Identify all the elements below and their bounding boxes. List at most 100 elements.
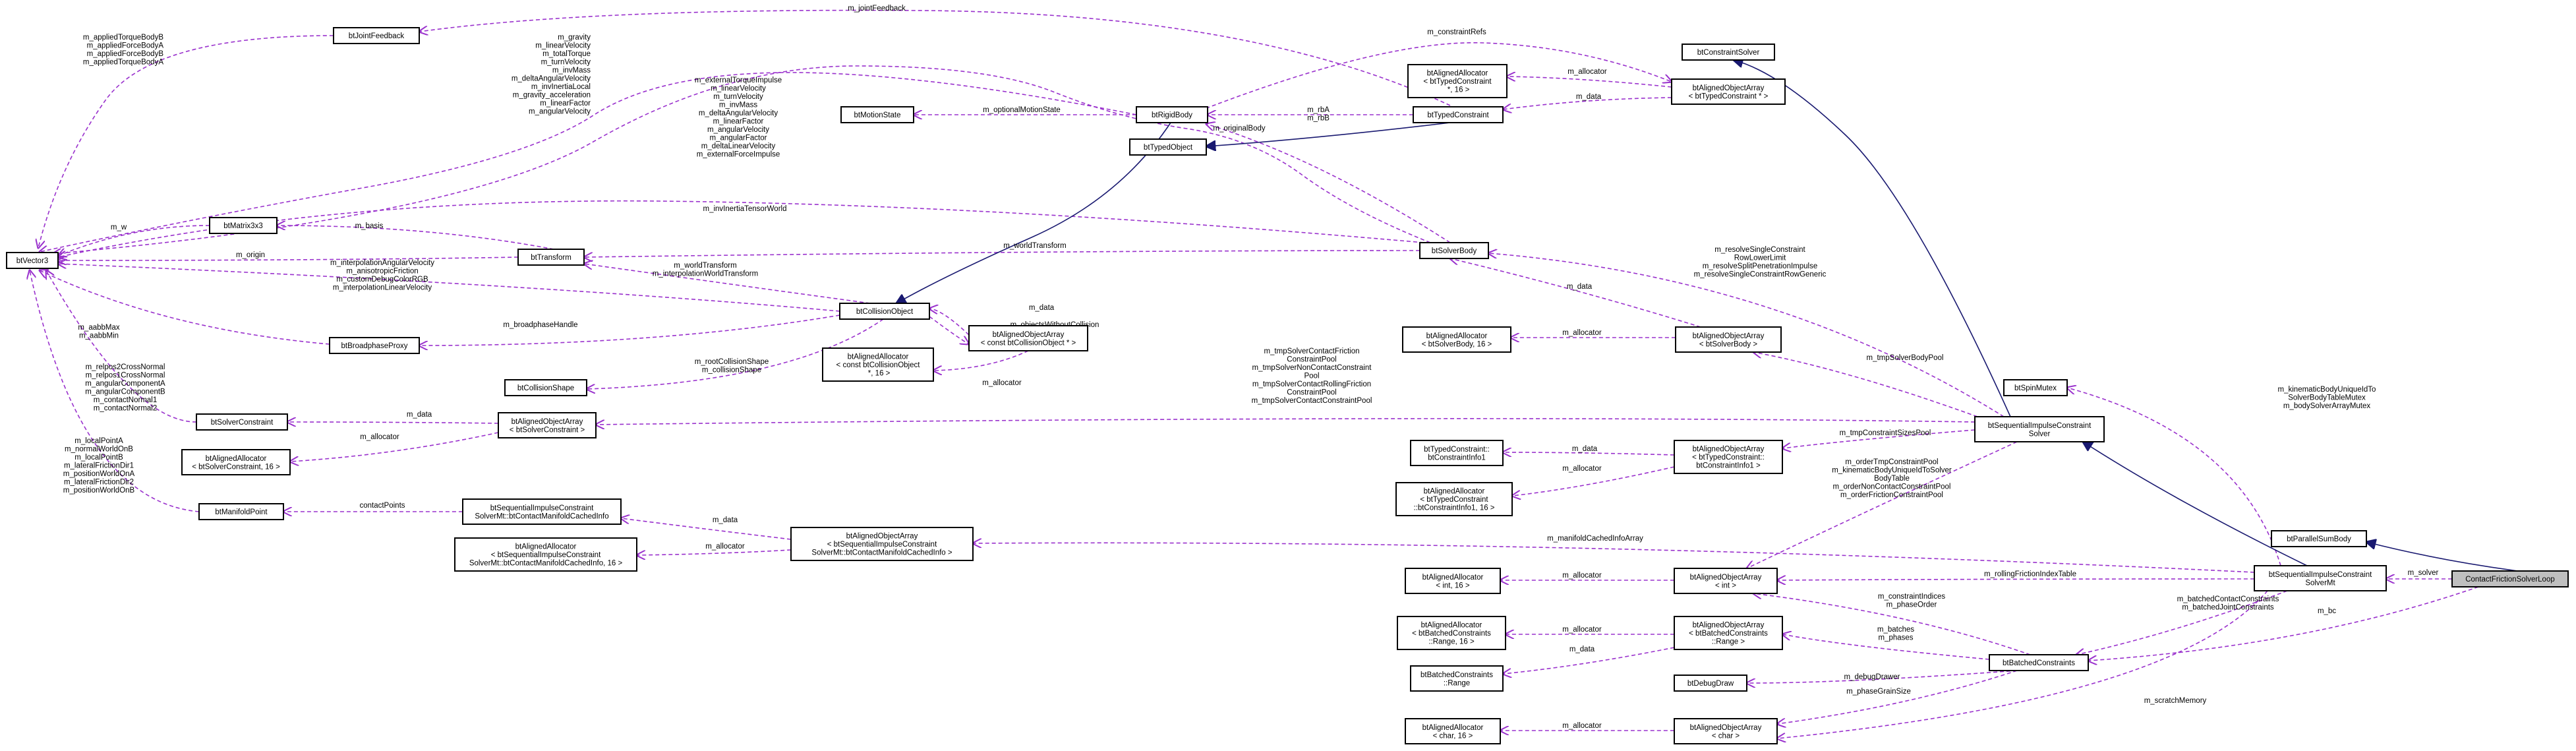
class-node-ContactFrictionSolverLoop[interactable]: ContactFrictionSolverLoop [2451, 570, 2569, 587]
usage-edge-e_origin [58, 257, 519, 260]
class-node-btVector3[interactable]: btVector3 [6, 252, 59, 269]
edge-label-e_data_sc: m_data [407, 411, 432, 419]
usage-edge-e_joint_feedback [419, 9, 1451, 106]
class-node-array_cachedinfo[interactable]: btAlignedObjectArray< btSequentialImpuls… [790, 527, 974, 561]
class-node-alloc_char[interactable]: btAlignedAllocator< char, 16 > [1405, 718, 1501, 744]
class-node-btCollisionObject[interactable]: btCollisionObject [839, 303, 930, 320]
class-node-label: btAlignedObjectArray< btSolverBody > [1693, 332, 1765, 349]
class-node-label: btAlignedAllocator< btTypedConstraint *,… [1423, 70, 1492, 94]
class-node-label: btConstraintSolver [1697, 49, 1760, 57]
usage-edge-e_rolling_friction [1777, 579, 2255, 580]
edge-label-e_alloc_int: m_allocator [1562, 572, 1602, 580]
edge-label-e_tmp_constraint_sizes: m_tmpConstraintSizesPool [1840, 429, 1931, 437]
class-node-label: btAlignedObjectArray< int > [1690, 574, 1762, 590]
class-node-btBatchedConstraints[interactable]: btBatchedConstraints [1989, 654, 2089, 671]
class-node-label: btVector3 [16, 257, 49, 265]
class-node-array_constraintinfo1[interactable]: btAlignedObjectArray< btTypedConstraint:… [1674, 440, 1783, 474]
usage-edge-e_tmp_pools [596, 418, 1976, 425]
edge-label-e_data_cached: m_data [713, 516, 738, 524]
usage-edge-e_constraint_indices [1753, 593, 2031, 655]
edge-label-e_inertia_tensor: m_invInertiaTensorWorld [703, 205, 787, 213]
usage-edge-e_int_pools [1747, 441, 2018, 568]
edge-label-e_constraint_refs: m_constraintRefs [1427, 28, 1486, 36]
class-node-label: btAlignedAllocator< const btCollisionObj… [836, 353, 921, 378]
class-node-btSpinMutex[interactable]: btSpinMutex [2003, 379, 2068, 396]
usage-edge-e_data_sb [1450, 258, 1701, 328]
class-node-btConstraintInfo1[interactable]: btTypedConstraint::btConstraintInfo1 [1410, 440, 1504, 466]
edge-label-e_alloc_range: m_allocator [1562, 626, 1602, 634]
edge-label-e_alloc_ci: m_allocator [1562, 465, 1602, 473]
inheritance-edge-i_rigidbody_co [896, 122, 1171, 303]
class-node-label: btSolverBody [1432, 247, 1477, 255]
class-node-btMatrix3x3[interactable]: btMatrix3x3 [209, 217, 278, 234]
usage-edge-e_data_cached [621, 518, 792, 540]
class-node-label: btCollisionShape [517, 384, 574, 392]
usage-edge-e_alloc_typed [1507, 76, 1672, 88]
class-node-btManifoldPoint[interactable]: btManifoldPoint [198, 503, 284, 520]
class-node-label: btManifoldPoint [215, 508, 268, 516]
edge-label-e_data_typed: m_data [1576, 93, 1602, 101]
class-node-label: btTransform [531, 254, 571, 262]
class-node-btJointFeedback[interactable]: btJointFeedback [333, 27, 420, 44]
class-node-label: btAlignedAllocator< btSolverConstraint, … [192, 455, 280, 471]
class-node-label: btBroadphaseProxy [341, 342, 407, 350]
class-node-btTransform[interactable]: btTransform [517, 249, 585, 266]
class-node-btSolverConstraint[interactable]: btSolverConstraint [196, 413, 288, 431]
class-node-alloc_int[interactable]: btAlignedAllocator< int, 16 > [1405, 568, 1501, 594]
edge-label-e_data_range: m_data [1569, 646, 1595, 653]
usage-edge-e_objects_wo_check [929, 316, 969, 344]
class-node-label: btTypedObject [1144, 144, 1193, 152]
class-node-array_typedconstraint[interactable]: btAlignedObjectArray< btTypedConstraint … [1671, 78, 1786, 105]
class-node-label: btBatchedConstraints [2003, 659, 2075, 667]
edge-label-e_contact_points: contactPoints [359, 502, 405, 510]
class-node-btRigidBody[interactable]: btRigidBody [1136, 106, 1208, 123]
edge-label-e_phase_grain: m_phaseGrainSize [1846, 688, 1911, 696]
usage-edge-e_basis [277, 225, 554, 250]
class-node-btDebugDraw[interactable]: btDebugDraw [1674, 675, 1747, 692]
usage-edge-e_data_co [929, 309, 970, 336]
class-node-btMotionState[interactable]: btMotionState [840, 106, 914, 123]
class-node-btBatchedConstraints_Range[interactable]: btBatchedConstraints::Range [1410, 665, 1504, 692]
class-node-alloc_cachedinfo[interactable]: btAlignedAllocator< btSequentialImpulseC… [454, 537, 637, 572]
class-node-btBroadphaseProxy[interactable]: btBroadphaseProxy [329, 337, 420, 354]
class-node-btTypedObject[interactable]: btTypedObject [1129, 138, 1207, 156]
class-node-alloc_constraintinfo1[interactable]: btAlignedAllocator< btTypedConstraint::b… [1395, 482, 1513, 516]
class-node-alloc_typedconstraint[interactable]: btAlignedAllocator< btTypedConstraint *,… [1407, 64, 1508, 98]
usage-edge-e_tmp_constraint_sizes [1782, 429, 1976, 448]
inheritance-edge-i_mt_sicts [2083, 442, 2308, 566]
class-node-array_collisionobject[interactable]: btAlignedObjectArray< const btCollisionO… [968, 325, 1088, 351]
class-node-alloc_solverconstraint[interactable]: btAlignedAllocator< btSolverConstraint, … [181, 449, 291, 475]
class-node-array_range[interactable]: btAlignedObjectArray< btBatchedConstrain… [1674, 616, 1783, 650]
class-node-btTypedConstraint[interactable]: btTypedConstraint [1413, 106, 1504, 123]
class-node-label: btAlignedObjectArray< char > [1690, 724, 1762, 740]
class-node-btCollisionShape[interactable]: btCollisionShape [504, 379, 587, 396]
class-node-btConstraintSolver[interactable]: btConstraintSolver [1682, 44, 1775, 61]
class-node-array_solverconstraint[interactable]: btAlignedObjectArray< btSolverConstraint… [498, 412, 597, 438]
class-node-alloc_solverbody[interactable]: btAlignedAllocator< btSolverBody, 16 > [1402, 326, 1511, 353]
class-node-btParallelSumBody[interactable]: btParallelSumBody [2271, 530, 2367, 547]
usage-edge-e_tmp_solverbody_pool [1753, 352, 1978, 417]
class-node-label: btAlignedObjectArray< btBatchedConstrain… [1689, 622, 1768, 646]
usage-edge-e_mp_vec [30, 270, 200, 512]
class-node-btSolverBody[interactable]: btSolverBody [1419, 242, 1489, 259]
class-node-array_char[interactable]: btAlignedObjectArray< char > [1674, 718, 1778, 744]
class-node-array_int[interactable]: btAlignedObjectArray< int > [1674, 568, 1778, 594]
class-node-label: btAlignedObjectArray< btSequentialImpuls… [811, 533, 952, 557]
edge-label-e_solver: m_solver [2408, 569, 2439, 577]
class-node-alloc_range[interactable]: btAlignedAllocator< btBatchedConstraints… [1397, 616, 1506, 650]
class-node-label: btAlignedAllocator< char, 16 > [1422, 724, 1484, 740]
class-node-alloc_collisionobject[interactable]: btAlignedAllocator< const btCollisionObj… [822, 347, 934, 382]
nodes-layer: btJointFeedback btConstraintSolver btAlign… [6, 27, 2569, 744]
class-node-array_solverbody[interactable]: btAlignedObjectArray< btSolverBody > [1675, 326, 1782, 353]
edge-label-e_alloc_char: m_allocator [1562, 722, 1602, 730]
usage-edge-e_w [58, 225, 210, 256]
usage-edge-e_mutex [2067, 388, 2281, 566]
class-node-label: btAlignedObjectArray< btTypedConstraint … [1689, 84, 1769, 101]
